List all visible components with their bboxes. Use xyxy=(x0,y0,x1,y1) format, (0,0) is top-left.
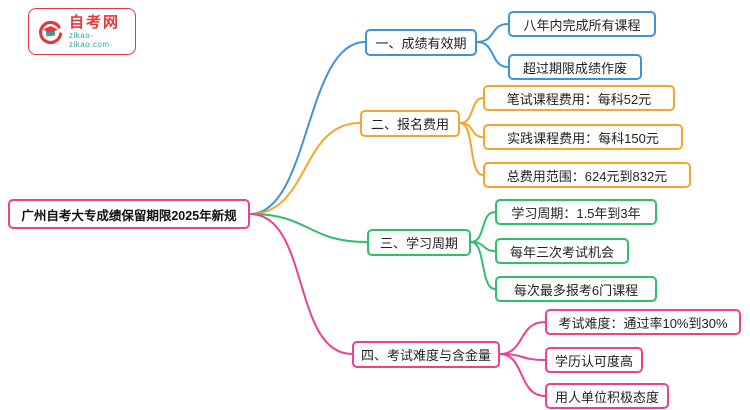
connector-b3-leaf1 xyxy=(470,211,496,243)
leaf-node-2-1: 笔试课程费用：每科52元 xyxy=(483,85,675,111)
leaf-node-4-3: 用人单位积极态度 xyxy=(545,383,669,409)
root-node: 广州自考大专成绩保留期限2025年新规 xyxy=(8,199,250,229)
leaf-node-2-2: 实践课程费用：每科150元 xyxy=(483,124,683,150)
connector-b1-leaf1 xyxy=(476,23,509,43)
site-url: zikao-zikao.com xyxy=(69,30,110,50)
connector-b1-leaf2 xyxy=(476,41,509,68)
connector-b2-leaf3 xyxy=(459,122,484,176)
logo-icon xyxy=(36,18,64,46)
site-name: 自考网 xyxy=(69,13,121,31)
branch-node-4: 四、考试难度与含金量 xyxy=(352,341,500,368)
leaf-node-3-1: 学习周期：1.5年到3年 xyxy=(495,199,657,225)
leaf-node-2-3: 总费用范围：624元到832元 xyxy=(483,162,691,188)
branch-node-2: 二、报名费用 xyxy=(360,110,460,137)
branch-node-3: 三、学习周期 xyxy=(367,229,471,256)
connector-b3-leaf3 xyxy=(470,241,496,290)
site-logo: 自考网 zikao-zikao.com xyxy=(28,8,136,55)
leaf-node-4-2: 学历认可度高 xyxy=(545,347,643,373)
connector-b4-leaf3 xyxy=(499,353,546,397)
connector-root-branch1 xyxy=(249,41,366,215)
connector-root-branch2 xyxy=(249,122,361,215)
branch-node-1: 一、成绩有效期 xyxy=(365,29,477,56)
connector-root-branch4 xyxy=(249,213,353,355)
leaf-node-1-2: 超过期限成绩作废 xyxy=(508,54,642,80)
connector-root-branch3 xyxy=(249,213,368,243)
connector-b2-leaf1 xyxy=(459,97,484,124)
leaf-node-4-1: 考试难度：通过率10%到30% xyxy=(545,309,741,335)
leaf-node-3-3: 每次最多报考6门课程 xyxy=(495,276,657,302)
leaf-node-1-1: 八年内完成所有课程 xyxy=(508,11,656,37)
leaf-node-3-2: 每年三次考试机会 xyxy=(495,238,629,264)
logo-text: 自考网 zikao-zikao.com xyxy=(69,14,128,50)
connector-b4-leaf1 xyxy=(499,321,546,355)
